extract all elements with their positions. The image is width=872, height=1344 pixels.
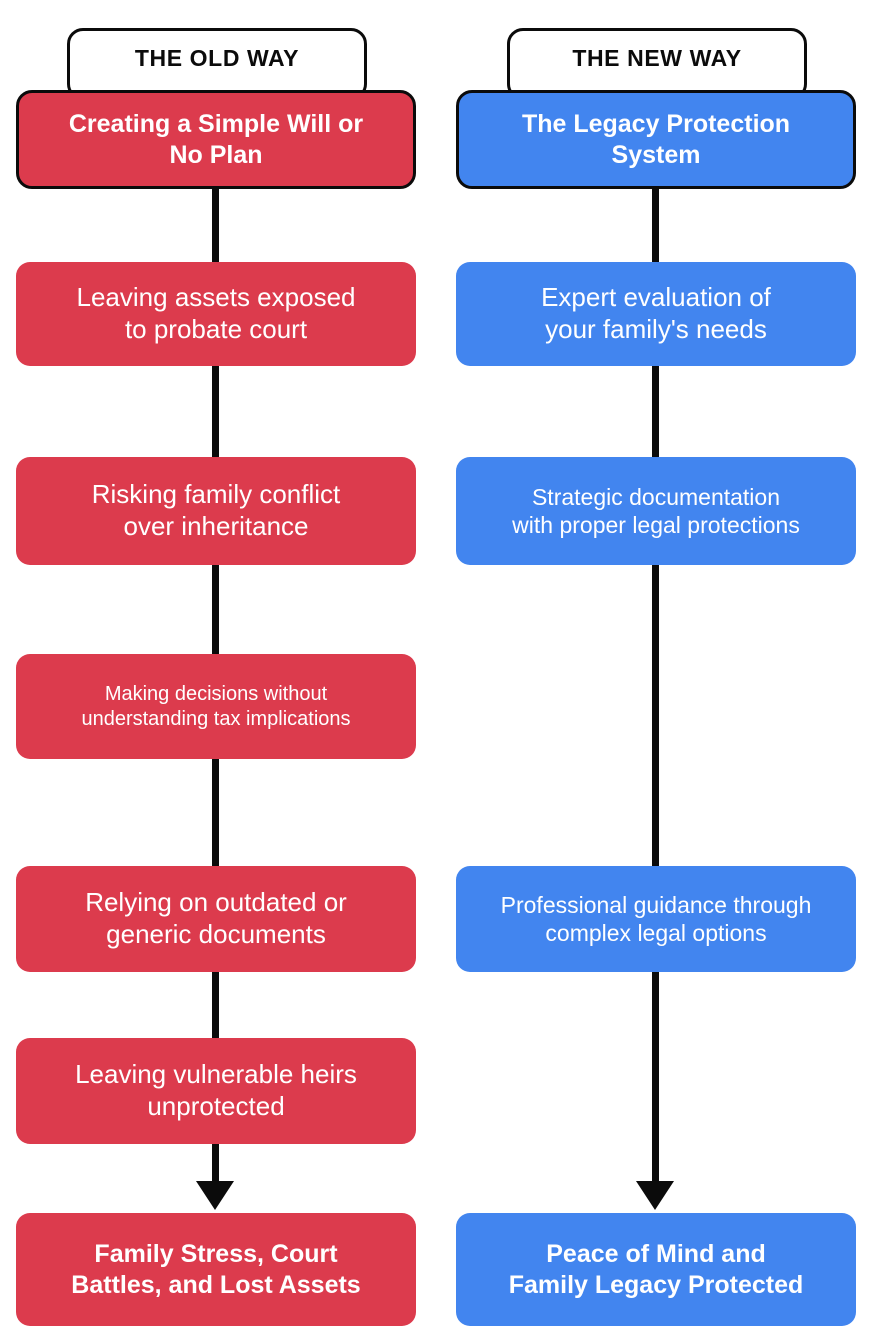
node-old-step-5[interactable]: Leaving vulnerable heirs unprotected <box>16 1038 416 1144</box>
node-new-step-1[interactable]: Expert evaluation of your family's needs <box>456 262 856 366</box>
node-label: Strategic documentation with proper lega… <box>512 483 800 538</box>
node-label: Risking family conflict over inheritance <box>91 479 341 541</box>
connector-right-4 <box>652 968 659 1189</box>
connector-left-1 <box>212 186 219 264</box>
node-label: Creating a Simple Will or No Plan <box>68 110 364 169</box>
node-old-outcome[interactable]: Family Stress, Court Battles, and Lost A… <box>16 1213 416 1326</box>
connector-right-2 <box>652 364 659 460</box>
node-new-step-3[interactable]: Professional guidance through complex le… <box>456 866 856 972</box>
node-new-start[interactable]: The Legacy Protection System <box>456 90 856 189</box>
node-label: Relying on outdated or generic documents <box>85 887 347 949</box>
node-old-step-1[interactable]: Leaving assets exposed to probate court <box>16 262 416 366</box>
connector-left-4 <box>212 757 219 869</box>
node-old-step-2[interactable]: Risking family conflict over inheritance <box>16 457 416 565</box>
connector-right-1 <box>652 186 659 264</box>
node-label: Making decisions without understanding t… <box>81 683 351 730</box>
node-label: Leaving assets exposed to probate court <box>76 282 356 344</box>
node-label: Peace of Mind and Family Legacy Protecte… <box>508 1240 804 1299</box>
header-label-old-way: THE OLD WAY <box>134 44 300 71</box>
connector-left-5 <box>212 968 219 1040</box>
node-label: Leaving vulnerable heirs unprotected <box>75 1059 357 1121</box>
node-label: Expert evaluation of your family's needs <box>541 282 771 344</box>
connector-left-2 <box>212 364 219 460</box>
connector-left-6 <box>212 1142 219 1189</box>
node-label: Family Stress, Court Battles, and Lost A… <box>71 1240 361 1299</box>
header-label-new-way: THE NEW WAY <box>572 44 742 71</box>
node-new-step-2[interactable]: Strategic documentation with proper lega… <box>456 457 856 565</box>
header-tab-new-way: THE NEW WAY <box>507 28 807 100</box>
node-new-outcome[interactable]: Peace of Mind and Family Legacy Protecte… <box>456 1213 856 1326</box>
node-label: Professional guidance through complex le… <box>500 891 812 946</box>
arrow-head-left <box>196 1181 234 1210</box>
node-old-step-3[interactable]: Making decisions without understanding t… <box>16 654 416 759</box>
header-tab-old-way: THE OLD WAY <box>67 28 367 100</box>
node-old-start[interactable]: Creating a Simple Will or No Plan <box>16 90 416 189</box>
connector-right-3 <box>652 563 659 869</box>
arrow-head-right <box>636 1181 674 1210</box>
connector-left-3 <box>212 563 219 659</box>
node-label: The Legacy Protection System <box>521 110 791 169</box>
node-old-step-4[interactable]: Relying on outdated or generic documents <box>16 866 416 972</box>
